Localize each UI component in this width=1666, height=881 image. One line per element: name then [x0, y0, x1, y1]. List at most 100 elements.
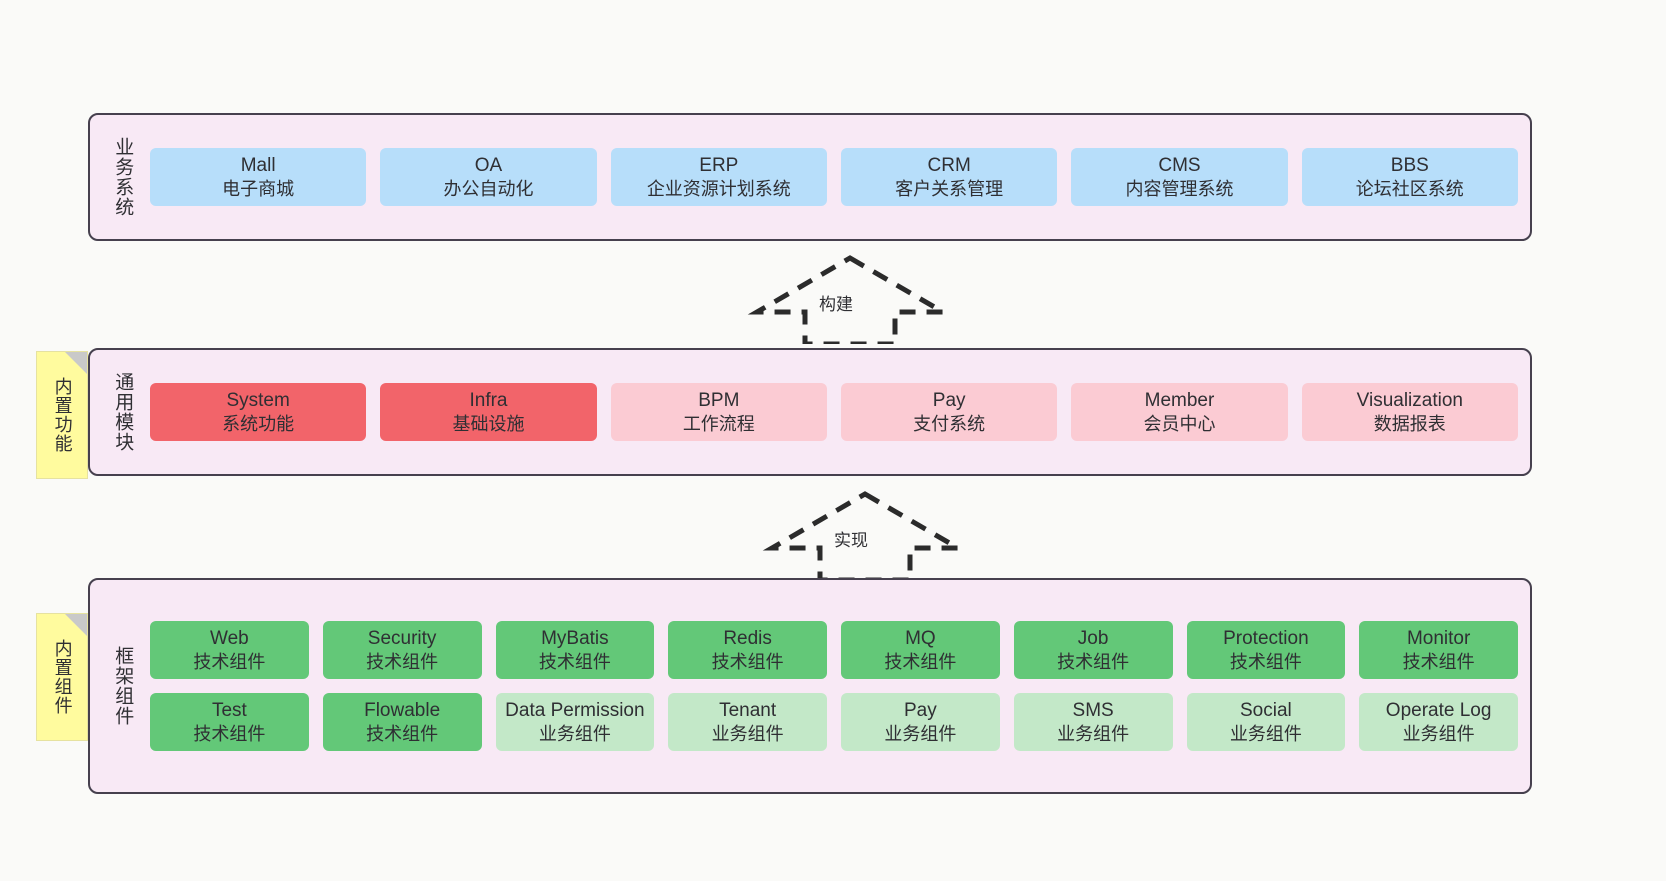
card-social-cn: 业务组件	[1229, 723, 1302, 744]
framework-business-row: Test 技术组件 Flowable 技术组件 Data Permission …	[150, 693, 1518, 752]
layer-business-title: 业务系统	[112, 137, 134, 217]
card-pay-component-cn: 业务组件	[884, 723, 957, 744]
card-mall[interactable]: Mall 电子商城	[150, 147, 367, 207]
card-mall-en: Mall	[240, 154, 276, 176]
card-protection[interactable]: Protection 技术组件	[1186, 620, 1346, 679]
layer-common-body: System 系统功能 Infra 基础设施 BPM 工作流程 Pay 支付系统…	[142, 360, 1518, 464]
card-protection-en: Protection	[1223, 627, 1309, 649]
card-mq-en: MQ	[905, 627, 936, 649]
card-web[interactable]: Web 技术组件	[150, 620, 309, 679]
arrow-build-icon	[747, 255, 953, 347]
card-pay-component-en: Pay	[904, 700, 937, 721]
card-monitor-en: Monitor	[1406, 627, 1471, 649]
card-operate-log[interactable]: Operate Log 业务组件	[1359, 693, 1518, 752]
card-monitor-cn: 技术组件	[1402, 651, 1475, 672]
layer-framework-body: Web 技术组件 Security 技术组件 MyBatis 技术组件 Redi…	[142, 590, 1518, 782]
card-mq-cn: 技术组件	[884, 651, 957, 672]
card-visualization-en: Visualization	[1356, 389, 1463, 411]
card-member[interactable]: Member 会员中心	[1071, 382, 1288, 442]
card-mq[interactable]: MQ 技术组件	[841, 620, 1000, 679]
card-tenant-cn: 业务组件	[711, 723, 784, 744]
card-bpm-cn: 工作流程	[682, 413, 755, 434]
card-oa-cn: 办公自动化	[443, 178, 534, 199]
card-tenant[interactable]: Tenant 业务组件	[668, 693, 827, 752]
card-data-permission-cn: 业务组件	[538, 723, 611, 744]
card-bpm[interactable]: BPM 工作流程	[610, 382, 827, 442]
card-sms-cn: 业务组件	[1057, 723, 1130, 744]
card-redis[interactable]: Redis 技术组件	[668, 620, 827, 679]
card-oa[interactable]: OA 办公自动化	[380, 147, 597, 207]
card-system-cn: 系统功能	[222, 413, 295, 434]
arrow-implement-label: 实现	[832, 526, 870, 551]
note-builtin-component-label: 内置组件	[52, 639, 73, 715]
card-pay-module[interactable]: Pay 支付系统	[840, 382, 1058, 442]
card-cms-en: CMS	[1158, 154, 1201, 176]
layer-common-title: 通用模块	[112, 372, 134, 452]
card-visualization-cn: 数据报表	[1373, 413, 1446, 434]
card-cms[interactable]: CMS 内容管理系统	[1071, 147, 1288, 207]
arrow-implement: 实现	[760, 488, 970, 583]
card-infra[interactable]: Infra 基础设施	[380, 382, 597, 442]
common-card-row: System 系统功能 Infra 基础设施 BPM 工作流程 Pay 支付系统…	[150, 382, 1518, 442]
card-job[interactable]: Job 技术组件	[1013, 620, 1173, 679]
card-erp-cn: 企业资源计划系统	[646, 178, 791, 199]
card-mybatis[interactable]: MyBatis 技术组件	[495, 620, 655, 679]
card-bpm-en: BPM	[698, 389, 740, 411]
card-mall-cn: 电子商城	[222, 178, 295, 199]
card-sms[interactable]: SMS 业务组件	[1013, 693, 1173, 752]
card-bbs[interactable]: BBS 论坛社区系统	[1301, 147, 1518, 207]
layer-common-module: 通用模块 System 系统功能 Infra 基础设施 BPM 工作流程 Pay…	[88, 348, 1532, 476]
card-cms-cn: 内容管理系统	[1125, 178, 1234, 199]
card-data-permission-en: Data Permission	[505, 700, 645, 721]
card-web-en: Web	[210, 627, 249, 649]
card-sms-en: SMS	[1072, 700, 1114, 721]
note-builtin-function-label: 内置功能	[52, 377, 73, 453]
card-infra-en: Infra	[469, 389, 508, 411]
card-infra-cn: 基础设施	[452, 413, 525, 434]
card-monitor[interactable]: Monitor 技术组件	[1359, 620, 1518, 679]
card-pay-module-cn: 支付系统	[913, 413, 986, 434]
card-crm[interactable]: CRM 客户关系管理	[840, 147, 1058, 207]
card-member-en: Member	[1144, 389, 1215, 411]
card-mybatis-cn: 技术组件	[538, 651, 611, 672]
card-protection-cn: 技术组件	[1229, 651, 1302, 672]
card-operate-log-cn: 业务组件	[1402, 723, 1475, 744]
layer-framework-component: 框架组件 Web 技术组件 Security 技术组件 MyBatis 技术组件…	[88, 578, 1532, 794]
card-test[interactable]: Test 技术组件	[150, 693, 309, 752]
card-flowable-cn: 技术组件	[366, 723, 439, 744]
card-visualization[interactable]: Visualization 数据报表	[1301, 382, 1518, 442]
card-security-en: Security	[367, 627, 437, 649]
card-web-cn: 技术组件	[193, 651, 266, 672]
card-erp-en: ERP	[699, 154, 739, 176]
card-member-cn: 会员中心	[1143, 413, 1216, 434]
note-fold-corner-icon	[65, 614, 87, 636]
card-oa-en: OA	[474, 154, 503, 176]
card-bbs-en: BBS	[1390, 154, 1429, 176]
card-test-en: Test	[211, 700, 247, 721]
arrow-implement-icon	[762, 491, 968, 583]
card-pay-component[interactable]: Pay 业务组件	[841, 693, 1000, 752]
card-data-permission[interactable]: Data Permission 业务组件	[495, 693, 655, 752]
note-builtin-component: 内置组件	[36, 613, 88, 741]
business-card-row: Mall 电子商城 OA 办公自动化 ERP 企业资源计划系统 CRM 客户关系…	[150, 147, 1518, 207]
card-redis-en: Redis	[723, 627, 772, 649]
layer-framework-title: 框架组件	[112, 646, 134, 726]
arrow-build: 构建	[745, 252, 955, 347]
card-erp[interactable]: ERP 企业资源计划系统	[610, 147, 827, 207]
card-job-cn: 技术组件	[1057, 651, 1130, 672]
card-operate-log-en: Operate Log	[1385, 700, 1492, 721]
arrow-build-label: 构建	[817, 290, 855, 315]
card-job-en: Job	[1077, 627, 1109, 649]
card-flowable[interactable]: Flowable 技术组件	[322, 693, 482, 752]
card-tenant-en: Tenant	[719, 700, 777, 721]
card-system-en: System	[226, 389, 290, 411]
layer-business-body: Mall 电子商城 OA 办公自动化 ERP 企业资源计划系统 CRM 客户关系…	[142, 125, 1518, 229]
card-crm-en: CRM	[927, 154, 971, 176]
card-social[interactable]: Social 业务组件	[1186, 693, 1346, 752]
note-fold-corner-icon	[65, 352, 87, 374]
card-flowable-en: Flowable	[364, 700, 441, 721]
card-system[interactable]: System 系统功能	[150, 382, 367, 442]
card-redis-cn: 技术组件	[711, 651, 784, 672]
card-security[interactable]: Security 技术组件	[322, 620, 482, 679]
